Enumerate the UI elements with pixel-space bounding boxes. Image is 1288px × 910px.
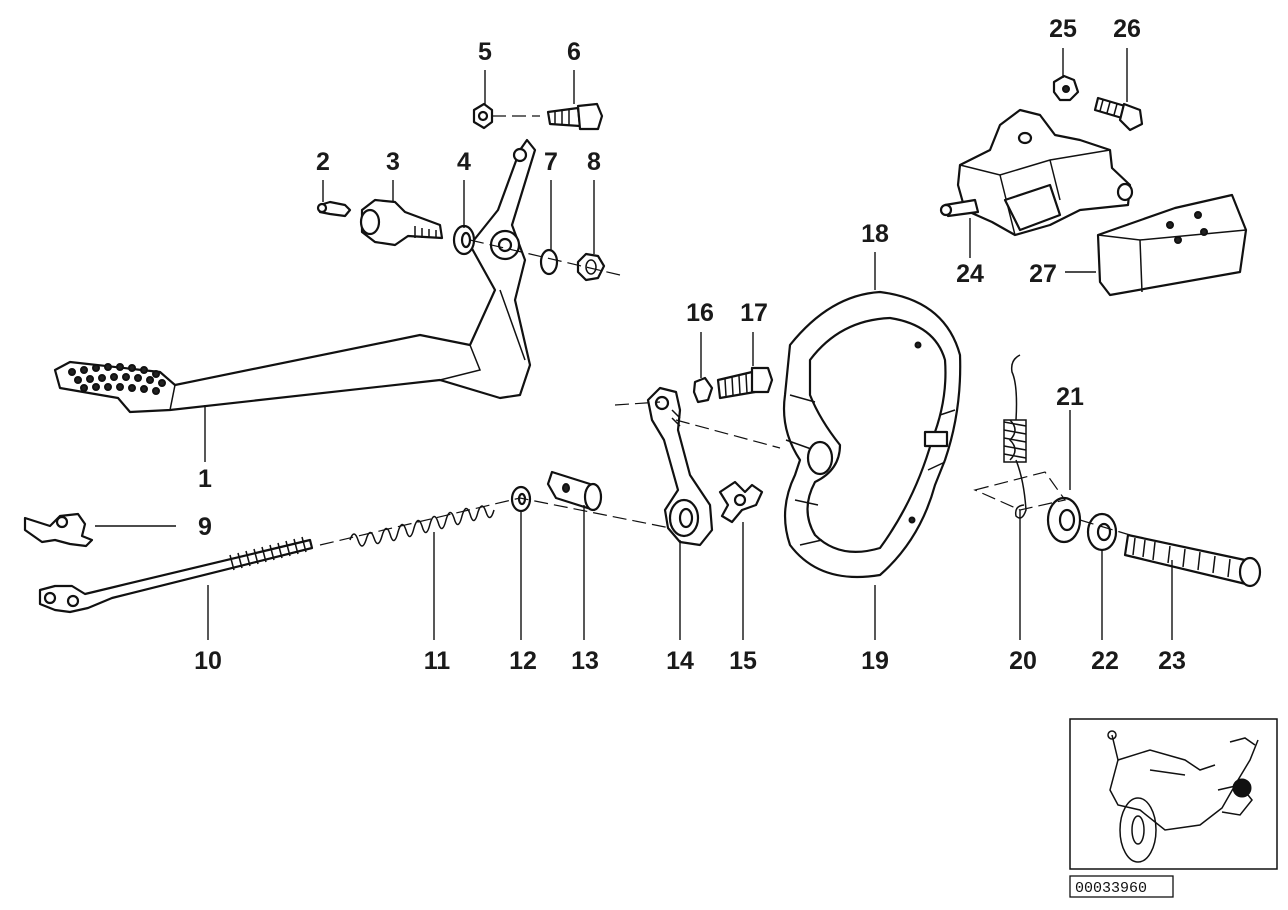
callout-21[interactable]: 21 <box>1056 383 1084 411</box>
motorcycle-locator-icon <box>1107 730 1259 863</box>
anchor-pin[interactable] <box>1123 533 1262 588</box>
pivot-bolt[interactable] <box>359 198 444 247</box>
callout-5[interactable]: 5 <box>478 38 492 66</box>
callout-24[interactable]: 24 <box>956 260 984 288</box>
nut-8[interactable] <box>576 252 606 282</box>
callout-26[interactable]: 26 <box>1113 15 1141 43</box>
pedal-tread-pattern <box>68 363 166 395</box>
spring-washer-16[interactable] <box>692 376 714 404</box>
compression-spring[interactable] <box>349 505 495 547</box>
clevis-pin[interactable] <box>23 512 94 548</box>
callout-2[interactable]: 2 <box>316 148 330 176</box>
washer-4[interactable] <box>452 224 476 256</box>
brake-rod[interactable] <box>38 536 314 614</box>
assembly-axis-lever <box>614 401 781 449</box>
callout-3[interactable]: 3 <box>386 148 400 176</box>
locator-thumbnail[interactable] <box>1069 718 1278 870</box>
diagram-code-box: 00033960 <box>1069 875 1174 898</box>
assembly-axis-top <box>469 239 621 276</box>
return-spring[interactable] <box>1003 354 1027 519</box>
callout-23[interactable]: 23 <box>1158 647 1186 675</box>
callout-10[interactable]: 10 <box>194 647 222 675</box>
assembly-axis-rod <box>319 497 681 546</box>
brake-bracket[interactable] <box>956 108 1134 237</box>
callout-11[interactable]: 11 <box>424 647 451 675</box>
callout-12[interactable]: 12 <box>509 647 537 675</box>
brake-pad[interactable] <box>1096 193 1248 297</box>
diagram-code: 00033960 <box>1075 880 1147 897</box>
callout-9[interactable]: 9 <box>198 513 212 541</box>
bolt-6[interactable] <box>546 102 604 131</box>
leader-lines <box>95 48 1173 640</box>
adjusting-sleeve[interactable] <box>546 470 603 512</box>
callout-27[interactable]: 27 <box>1029 260 1057 288</box>
lock-washer-7[interactable] <box>539 248 559 276</box>
callout-19[interactable]: 19 <box>861 647 889 675</box>
assembly-axis-spring <box>973 471 1067 511</box>
brake-shoe[interactable] <box>782 290 962 579</box>
callout-22[interactable]: 22 <box>1091 647 1119 675</box>
callout-15[interactable]: 15 <box>729 647 757 675</box>
assembly-axis-pin <box>1079 519 1131 536</box>
nut-5[interactable] <box>472 102 494 130</box>
stud-bolt-24[interactable] <box>939 198 980 218</box>
callout-8[interactable]: 8 <box>587 148 601 176</box>
brake-cam-lever[interactable] <box>646 386 714 547</box>
callout-7[interactable]: 7 <box>544 148 558 176</box>
screw-17[interactable] <box>716 366 774 400</box>
nut-25[interactable] <box>1052 74 1080 102</box>
callout-18[interactable]: 18 <box>861 220 889 248</box>
callout-20[interactable]: 20 <box>1009 647 1037 675</box>
callout-6[interactable]: 6 <box>567 38 581 66</box>
callout-4[interactable]: 4 <box>457 148 471 176</box>
callout-1[interactable]: 1 <box>198 465 212 493</box>
washer-21[interactable] <box>1046 496 1082 544</box>
wing-nut[interactable] <box>718 480 764 524</box>
callout-16[interactable]: 16 <box>686 299 714 327</box>
washer-12[interactable] <box>510 485 532 513</box>
screw-26[interactable] <box>1093 96 1144 132</box>
brake-pedal[interactable] <box>53 138 537 414</box>
callout-25[interactable]: 25 <box>1049 15 1077 43</box>
washer-22[interactable] <box>1086 512 1118 552</box>
callout-17[interactable]: 17 <box>740 299 768 327</box>
callout-labels: 1 2 3 4 5 6 7 8 9 10 11 12 13 14 15 16 1… <box>194 15 1186 675</box>
grease-nipple[interactable] <box>316 200 352 218</box>
locator-marker <box>1232 778 1252 798</box>
callout-13[interactable]: 13 <box>571 647 599 675</box>
callout-14[interactable]: 14 <box>666 647 694 675</box>
